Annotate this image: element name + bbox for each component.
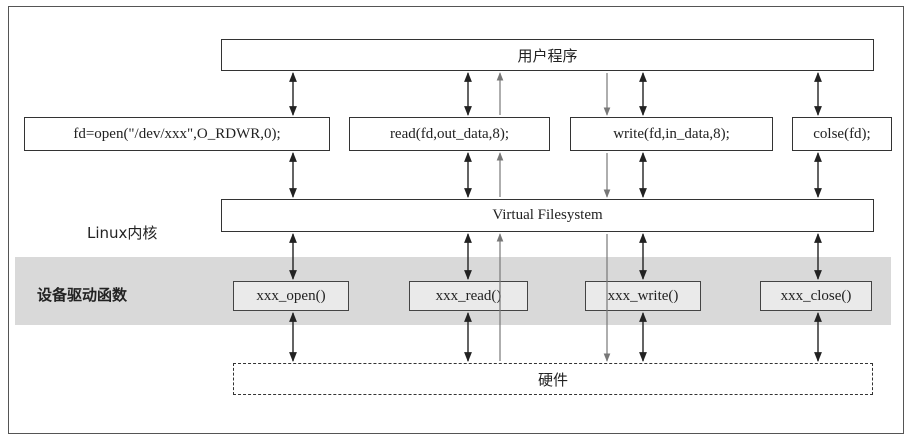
driver-close-box: xxx_close() (760, 281, 872, 311)
hardware-box: 硬件 (233, 363, 873, 395)
close-call-box: colse(fd); (792, 117, 892, 151)
write-call-box: write(fd,in_data,8); (570, 117, 773, 151)
open-call-box: fd=open("/dev/xxx",O_RDWR,0); (24, 117, 330, 151)
driver-read-box: xxx_read() (409, 281, 528, 311)
read-call-box: read(fd,out_data,8); (349, 117, 550, 151)
linux-kernel-label: Linux内核 (87, 224, 158, 242)
driver-functions-label: 设备驱动函数 (37, 286, 128, 304)
vfs-box: Virtual Filesystem (221, 199, 874, 232)
driver-open-box: xxx_open() (233, 281, 349, 311)
driver-write-box: xxx_write() (585, 281, 701, 311)
user-program-box: 用户程序 (221, 39, 874, 71)
